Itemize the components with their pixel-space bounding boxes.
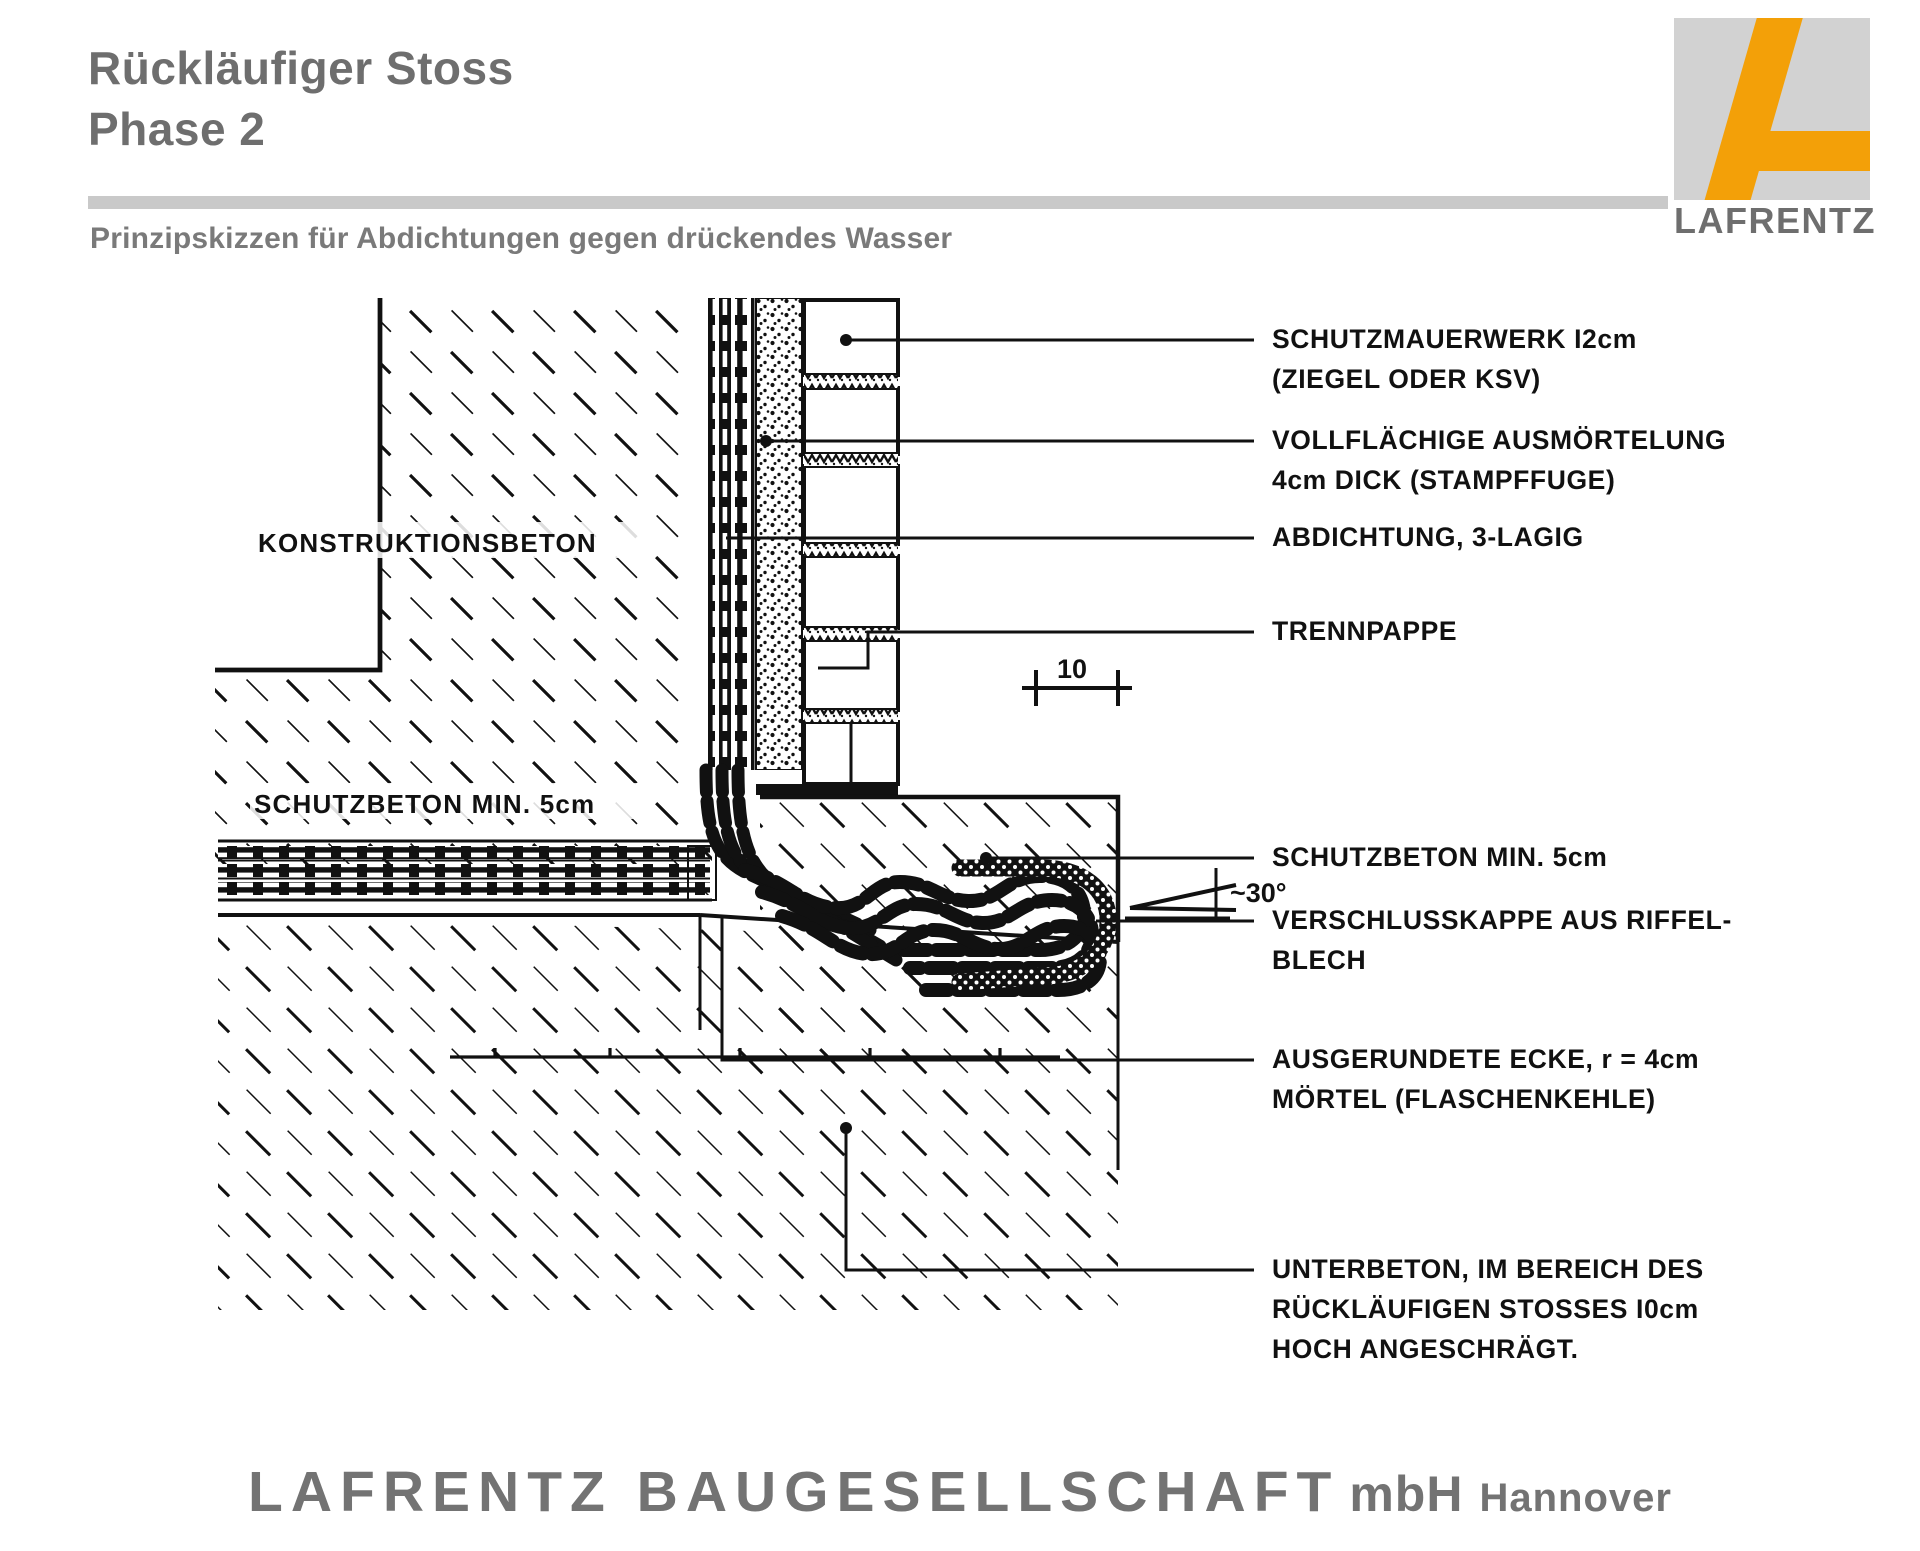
callout-schutzmauerwerk-line2: (ZIEGEL ODER KSV): [1272, 364, 1541, 394]
inline-label-konstruktionsbeton-text: KONSTRUKTIONSBETON: [258, 528, 597, 558]
page-header: Rückläufiger Stoss Phase 2 Prinzipskizze…: [0, 0, 1920, 280]
angle-annotation: ~30°: [1116, 868, 1287, 1170]
logo-base-bar-icon: [1732, 131, 1870, 171]
inline-label-schutzbeton-left-text: SCHUTZBETON MIN. 5cm: [254, 789, 595, 819]
dimension-slab-offset: 10: [1022, 654, 1132, 706]
callout-ausmoertelung-line1: VOLLFLÄCHIGE AUSMÖRTELUNG: [1272, 425, 1726, 455]
footer-company-name: LAFRENTZ BAUGESELLSCHAFT: [248, 1460, 1340, 1524]
callout-unterbeton: UNTERBETON, IM BEREICH DES RÜCKLÄUFIGEN …: [840, 1122, 1704, 1364]
vertical-sealing-layers: [708, 298, 803, 770]
logo-wordmark: LAFRENTZ: [1674, 200, 1876, 241]
dimension-slab-offset-value: 10: [1057, 654, 1087, 684]
footer-legal-form: mbH: [1349, 1466, 1464, 1522]
logo-diagonal-bar-icon: [1700, 18, 1807, 200]
callout-trennpappe-line1: TRENNPAPPE: [1272, 616, 1457, 646]
callout-schutzmauerwerk: SCHUTZMAUERWERK I2cm (ZIEGEL ODER KSV): [840, 324, 1637, 394]
flaschenkehle-fillet: [687, 845, 717, 901]
callout-schutzbeton: SCHUTZBETON MIN. 5cm: [980, 842, 1607, 872]
callout-abdichtung: ABDICHTUNG, 3-LAGIG: [726, 522, 1584, 552]
page-title-line-1: Rückläufiger Stoss: [88, 42, 514, 94]
unterbeton-body: [218, 915, 1118, 1310]
callout-abdichtung-line1: ABDICHTUNG, 3-LAGIG: [1272, 522, 1584, 552]
section-drawing-svg: 10 ~30° KONSTRUKTIONSBETON SCHUTZBETON M…: [215, 298, 1732, 1364]
corner-seal-detail: [699, 763, 1108, 997]
callout-ausgerundete-ecke-line2: MÖRTEL (FLASCHENKEHLE): [1272, 1084, 1656, 1114]
angle-annotation-value: ~30°: [1230, 878, 1287, 908]
schutzmauerwerk-courses: [756, 298, 900, 795]
horizontal-sealing-layers: [218, 839, 712, 902]
callout-ausgerundete-ecke-line1: AUSGERUNDETE ECKE, r = 4cm: [1272, 1044, 1699, 1074]
title-divider: [88, 196, 1668, 209]
logo-mark-icon: [1674, 18, 1870, 200]
callout-unterbeton-line2: RÜCKLÄUFIGEN STOSSES I0cm: [1272, 1294, 1699, 1324]
page-title-line-2: Phase 2: [88, 102, 266, 155]
inline-label-schutzbeton-left: SCHUTZBETON MIN. 5cm: [250, 783, 640, 819]
inline-label-konstruktionsbeton: KONSTRUKTIONSBETON: [255, 522, 655, 558]
callout-schutzbeton-line1: SCHUTZBETON MIN. 5cm: [1272, 842, 1607, 872]
callout-verschlusskappe: VERSCHLUSSKAPPE AUS RIFFEL- BLECH: [1096, 905, 1732, 975]
callout-ausgerundete-ecke: AUSGERUNDETE ECKE, r = 4cm MÖRTEL (FLASC…: [720, 918, 1699, 1114]
konstruktionsbeton-mass: [215, 298, 690, 848]
title-block: Rückläufiger Stoss Phase 2: [88, 38, 1288, 159]
callout-verschlusskappe-line1: VERSCHLUSSKAPPE AUS RIFFEL-: [1272, 905, 1732, 935]
footer-city: Hannover: [1479, 1476, 1672, 1520]
callout-unterbeton-line3: HOCH ANGESCHRÄGT.: [1272, 1334, 1579, 1364]
callout-unterbeton-line1: UNTERBETON, IM BEREICH DES: [1272, 1254, 1704, 1284]
technical-drawing: 10 ~30° KONSTRUKTIONSBETON SCHUTZBETON M…: [0, 270, 1920, 1430]
callout-schutzmauerwerk-line1: SCHUTZMAUERWERK I2cm: [1272, 324, 1637, 354]
page-subtitle: Prinzipskizzen für Abdichtungen gegen dr…: [90, 222, 953, 255]
callout-ausmoertelung-line2: 4cm DICK (STAMPFFUGE): [1272, 465, 1615, 495]
callout-ausmoertelung: VOLLFLÄCHIGE AUSMÖRTELUNG 4cm DICK (STAM…: [760, 425, 1726, 495]
unterbeton-joint-line: [450, 1048, 1060, 1059]
callout-verschlusskappe-line2: BLECH: [1272, 945, 1366, 975]
callout-trennpappe: TRENNPAPPE: [818, 616, 1457, 670]
bevel-face: [218, 913, 1119, 1030]
lafrentz-logo: LAFRENTZ: [1674, 18, 1876, 241]
